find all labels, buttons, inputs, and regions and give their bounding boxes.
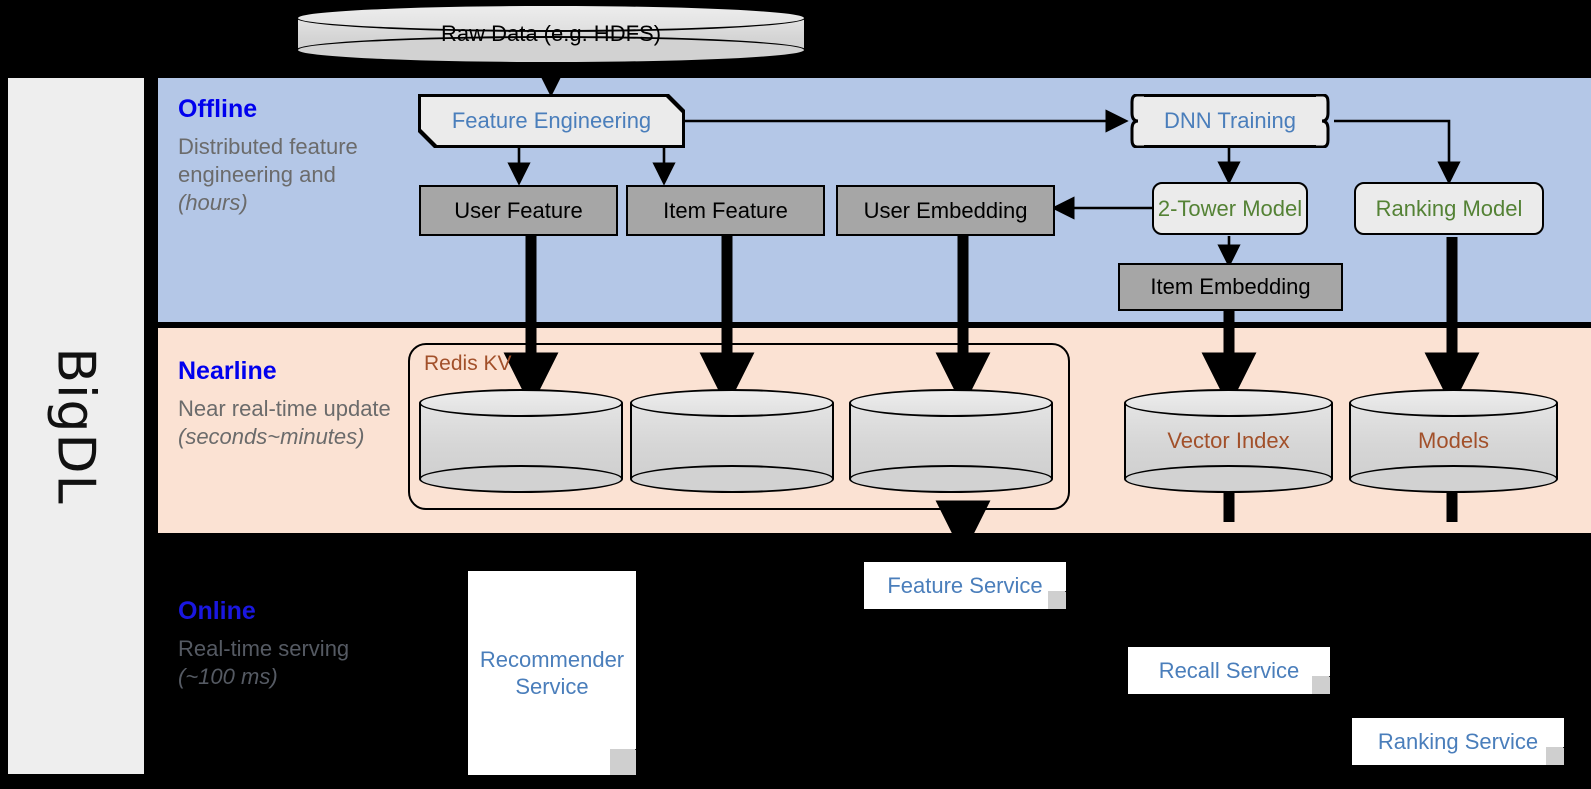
item-feature-box[interactable]: Item Feature — [626, 185, 825, 236]
two-tower-model-box[interactable]: 2-Tower Model — [1152, 182, 1308, 235]
store-user-feature-cylinder[interactable] — [419, 389, 623, 493]
ranking-service-label: Ranking Service — [1377, 728, 1539, 754]
stage-desc-online-em: (~100 ms) — [178, 663, 278, 689]
dnn-training-box[interactable]: DNN Training — [1130, 94, 1330, 148]
stage-desc-offline-em: (hours) — [178, 189, 248, 215]
vector-index-bottom — [1124, 465, 1333, 493]
bigdl-label: BigDL — [8, 78, 144, 774]
stage-desc-offline-text: Distributed feature engineering and — [178, 133, 358, 187]
bigdl-rail — [8, 78, 144, 774]
dnn-training-right-cap — [1316, 94, 1330, 148]
store-item-feature-bottom — [630, 465, 834, 493]
item-embedding-label: Item Embedding — [1150, 274, 1311, 300]
bigdl-label-text: BigDL — [46, 347, 107, 505]
stage-desc-online: Real-time serving (~100 ms) — [178, 635, 403, 691]
feature-service-doc[interactable]: Feature Service — [864, 562, 1066, 609]
models-cylinder[interactable]: Models — [1349, 389, 1558, 493]
recall-service-doc[interactable]: Recall Service — [1128, 647, 1330, 694]
page-fold-icon — [610, 749, 636, 775]
page-fold-icon — [1546, 747, 1564, 765]
vector-index-cylinder[interactable]: Vector Index — [1124, 389, 1333, 493]
two-tower-model-label: 2-Tower Model — [1157, 195, 1303, 221]
dnn-training-left-cap — [1130, 94, 1144, 148]
redis-kv-group — [408, 343, 1070, 510]
stage-label-offline: Offline Distributed feature engineering … — [178, 95, 403, 217]
item-feature-label: Item Feature — [663, 197, 788, 223]
store-user-feature-top — [419, 389, 623, 417]
stage-desc-nearline: Near real-time update (seconds~minutes) — [178, 395, 403, 451]
recommender-service-label: Recommender Service — [479, 646, 625, 700]
models-bottom — [1349, 465, 1558, 493]
user-feature-box[interactable]: User Feature — [419, 185, 618, 236]
feature-engineering-label: Feature Engineering — [451, 108, 652, 134]
stage-desc-nearline-em: (seconds~minutes) — [178, 423, 365, 449]
dnn-training-fill — [1136, 94, 1324, 148]
feature-engineering-fill — [421, 97, 682, 145]
redis-kv-label: Redis KV — [424, 352, 512, 375]
store-item-feature-top — [630, 389, 834, 417]
user-embedding-box[interactable]: User Embedding — [836, 185, 1055, 236]
ranking-model-label: Ranking Model — [1375, 195, 1523, 221]
stage-label-online: Online Real-time serving (~100 ms) — [178, 597, 403, 691]
vector-index-top — [1124, 389, 1333, 417]
dnn-training-label: DNN Training — [1163, 108, 1297, 134]
item-embedding-box[interactable]: Item Embedding — [1118, 263, 1343, 311]
models-label: Models — [1418, 428, 1489, 453]
ranking-model-box[interactable]: Ranking Model — [1354, 182, 1544, 235]
raw-data-cylinder-bottom — [296, 36, 806, 64]
stage-desc-nearline-text: Near real-time update — [178, 395, 391, 421]
recall-service-label: Recall Service — [1158, 657, 1300, 683]
stage-desc-offline: Distributed feature engineering and (hou… — [178, 133, 403, 217]
feature-engineering-box[interactable]: Feature Engineering — [418, 94, 685, 148]
store-item-feature-cylinder[interactable] — [630, 389, 834, 493]
store-user-embedding-cylinder[interactable] — [849, 389, 1053, 493]
page-fold-icon — [1048, 591, 1066, 609]
recommender-service-doc[interactable]: Recommender Service — [468, 571, 636, 775]
stage-title-offline: Offline — [178, 95, 258, 123]
models-top — [1349, 389, 1558, 417]
stage-title-nearline: Nearline — [178, 357, 277, 385]
user-feature-label: User Feature — [454, 197, 583, 223]
vector-index-label: Vector Index — [1167, 428, 1290, 453]
stage-desc-online-text: Real-time serving — [178, 635, 350, 661]
stage-label-nearline: Nearline Near real-time update (seconds~… — [178, 357, 403, 451]
raw-data-cylinder: Raw Data (e.g. HDFS) — [296, 4, 806, 64]
store-user-embedding-top — [849, 389, 1053, 417]
raw-data-label: Raw Data (e.g. HDFS) — [440, 21, 662, 46]
stage-title-online: Online — [178, 597, 256, 625]
page-fold-icon — [1312, 676, 1330, 694]
user-embedding-label: User Embedding — [863, 197, 1028, 223]
store-user-embedding-bottom — [849, 465, 1053, 493]
store-user-feature-bottom — [419, 465, 623, 493]
ranking-service-doc[interactable]: Ranking Service — [1352, 718, 1564, 765]
feature-service-label: Feature Service — [887, 572, 1043, 598]
raw-data-cylinder-top — [296, 4, 806, 32]
